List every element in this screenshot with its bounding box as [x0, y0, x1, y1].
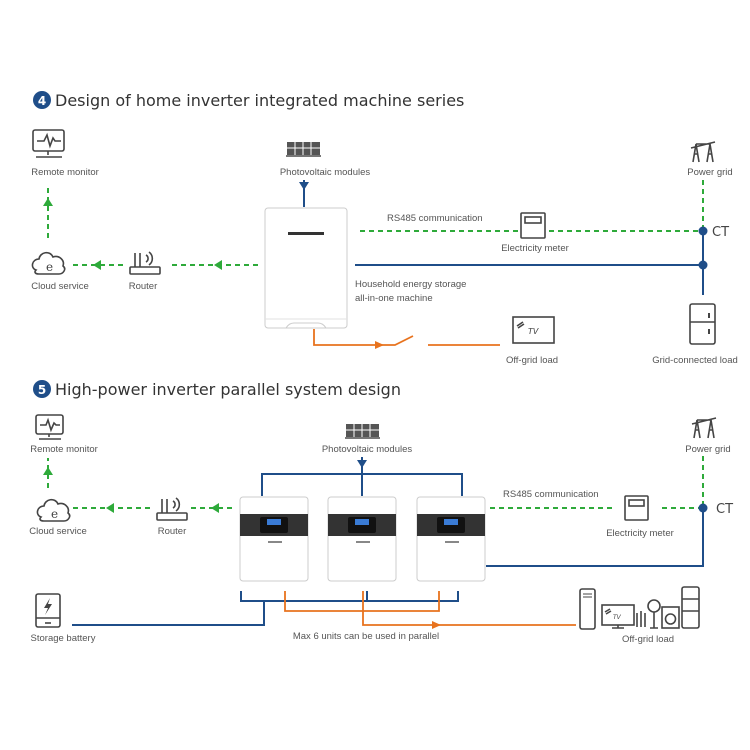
off-grid-line: [313, 329, 414, 346]
photovoltaic-panel-icon: [345, 424, 380, 439]
remote-monitor-icon: [32, 129, 65, 158]
rs485-label: RS485 communication: [503, 489, 599, 500]
ac-grid-line: [486, 508, 704, 567]
section-5: 5 High-power inverter parallel system de…: [29, 380, 733, 645]
brand-logo: [356, 541, 370, 543]
inverter-unit-2: [327, 496, 397, 582]
off-grid-appliances-icon: TV: [579, 586, 700, 630]
arrow-icon: [299, 182, 309, 190]
battery-bus-lines: [72, 591, 459, 626]
cloud-service-label: Cloud service: [29, 526, 87, 537]
heater-icon: [636, 611, 646, 627]
arrow-icon: [106, 503, 114, 513]
arrow-icon: [43, 198, 53, 206]
arrow-icon: [214, 260, 222, 270]
all-in-one-machine: [264, 207, 348, 329]
brand-logo: [445, 541, 459, 543]
svg-text:4: 4: [38, 94, 46, 108]
arrow-icon: [357, 460, 367, 468]
ct-node: [698, 503, 708, 513]
electricity-meter-icon: [520, 212, 546, 239]
power-grid-tower-icon: [691, 417, 717, 439]
section-5-badge-icon: 5: [33, 380, 51, 398]
arrow-icon: [93, 260, 101, 270]
pc-tower-icon: [579, 588, 596, 630]
electricity-meter-label: Electricity meter: [606, 528, 674, 539]
power-grid-tower-icon: [690, 141, 716, 163]
cloud-service-icon: e: [31, 251, 66, 275]
grid-connected-load-label: Grid-connected load: [652, 355, 738, 366]
arrow-icon: [432, 621, 441, 629]
parallel-link-line: [284, 591, 440, 612]
photovoltaic-panel-icon: [286, 142, 321, 157]
brand-logo: [288, 232, 324, 235]
storage-battery-icon: [35, 593, 61, 628]
arrow-icon: [375, 341, 384, 349]
svg-text:e: e: [51, 507, 58, 521]
tv-icon: TV: [601, 604, 635, 629]
router-icon: [156, 497, 188, 521]
ct-label: CT: [716, 502, 733, 517]
off-grid-load-label: Off-grid load: [622, 634, 674, 645]
off-grid-line: [362, 591, 576, 626]
router-icon: [129, 251, 161, 275]
section-4-badge-icon: 4: [33, 91, 51, 109]
off-grid-load-label: Off-grid load: [506, 355, 558, 366]
svg-text:TV: TV: [528, 327, 539, 336]
arrow-icon: [43, 467, 53, 475]
fan-icon: [647, 599, 661, 629]
inverter-unit-1: [239, 496, 309, 582]
parallel-note: Max 6 units can be used in parallel: [293, 631, 439, 642]
machine-label-line2: all-in-one machine: [355, 293, 433, 304]
power-grid-label: Power grid: [687, 167, 732, 178]
section-5-title: High-power inverter parallel system desi…: [55, 380, 401, 399]
ct-label: CT: [712, 225, 729, 240]
electricity-meter-label: Electricity meter: [501, 243, 569, 254]
pv-modules-label: Photovoltaic modules: [322, 444, 413, 455]
router-label: Router: [158, 526, 187, 537]
router-label: Router: [129, 281, 158, 292]
svg-text:5: 5: [38, 383, 46, 397]
electricity-meter-icon: [624, 495, 649, 521]
cloud-service-icon: e: [36, 498, 71, 522]
section-4: 4 Design of home inverter integrated mac…: [31, 91, 738, 366]
brand-logo: [268, 541, 282, 543]
remote-monitor-icon: [35, 414, 64, 440]
storage-battery-label: Storage battery: [31, 633, 96, 644]
tv-icon: TV: [512, 316, 555, 359]
cloud-service-label: Cloud service: [31, 281, 89, 292]
remote-monitor-label: Remote monitor: [30, 444, 98, 455]
rs485-label: RS485 communication: [387, 213, 483, 224]
inverter-unit-3: [416, 496, 486, 582]
machine-label-line1: Household energy storage: [355, 279, 466, 290]
junction-node: [698, 260, 708, 270]
svg-text:e: e: [46, 260, 53, 274]
section-4-title: Design of home inverter integrated machi…: [55, 91, 464, 110]
power-grid-label: Power grid: [685, 444, 730, 455]
svg-text:TV: TV: [613, 614, 622, 621]
refrigerator-icon: [689, 303, 716, 345]
pv-modules-label: Photovoltaic modules: [280, 167, 371, 178]
refrigerator-icon: [681, 586, 700, 629]
remote-monitor-label: Remote monitor: [31, 167, 99, 178]
washing-machine-icon: [661, 606, 680, 629]
arrow-icon: [211, 503, 219, 513]
